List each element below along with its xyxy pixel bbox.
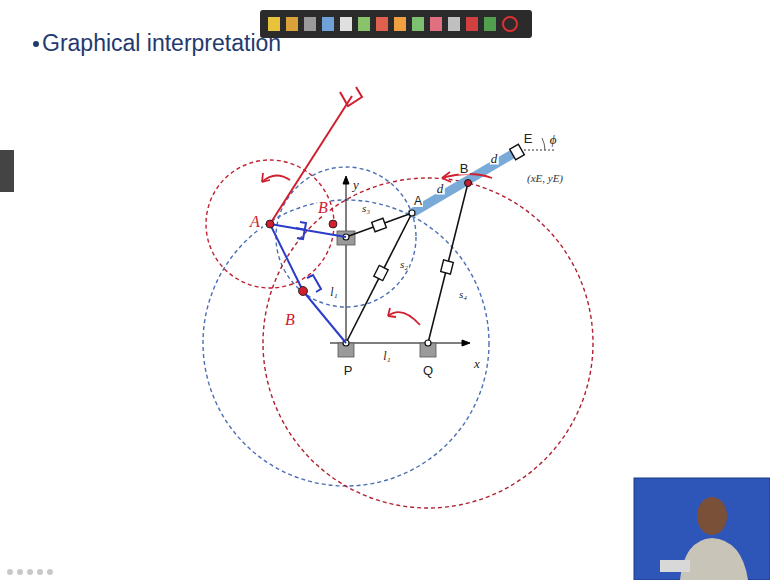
coordinate-label: (xE, yE) xyxy=(526,173,564,184)
dimension-label: d xyxy=(490,152,499,165)
side-tab xyxy=(0,150,14,192)
angle-label: ϕ xyxy=(549,133,558,146)
dimension-label: d xyxy=(436,182,445,195)
ground-pivot xyxy=(337,231,436,357)
dimension-label: l₁ xyxy=(382,350,392,362)
angle-arc xyxy=(542,138,545,150)
prismatic-joint xyxy=(372,144,525,280)
bullet xyxy=(33,41,39,47)
joint-variable: s₃ xyxy=(361,203,371,214)
rotation-arrow xyxy=(262,172,492,325)
toolbar-icons xyxy=(268,17,517,31)
axis-label: x xyxy=(473,357,481,370)
joint-b xyxy=(465,180,472,187)
slide-nav xyxy=(7,569,53,575)
slide-title: Graphical interpretation xyxy=(42,30,281,57)
toolbar xyxy=(260,10,532,38)
dimension-label: l₁ xyxy=(329,286,339,298)
alternate-end-effector xyxy=(270,87,362,224)
handwritten-label: B xyxy=(284,312,296,328)
point-name: B xyxy=(459,162,470,175)
point-name: Q xyxy=(422,364,434,377)
axes xyxy=(330,176,470,346)
presenter-video xyxy=(634,478,770,580)
joint-variable: s₂ xyxy=(399,259,409,270)
reach-circles xyxy=(203,160,593,508)
handwritten-label: A xyxy=(249,214,261,230)
point-name: E xyxy=(523,132,534,145)
alternate-joint xyxy=(266,220,337,296)
end-effector-bar xyxy=(412,152,516,213)
handwritten-label: B xyxy=(317,200,329,216)
links xyxy=(346,183,468,343)
revolute-joint xyxy=(343,210,431,346)
reference-line xyxy=(520,150,556,151)
axis-label: y xyxy=(352,178,360,191)
joint-variable: s₄ xyxy=(458,289,468,300)
alternate-configuration xyxy=(270,222,346,343)
point-name: A xyxy=(413,195,423,207)
point-name: P xyxy=(343,364,354,377)
